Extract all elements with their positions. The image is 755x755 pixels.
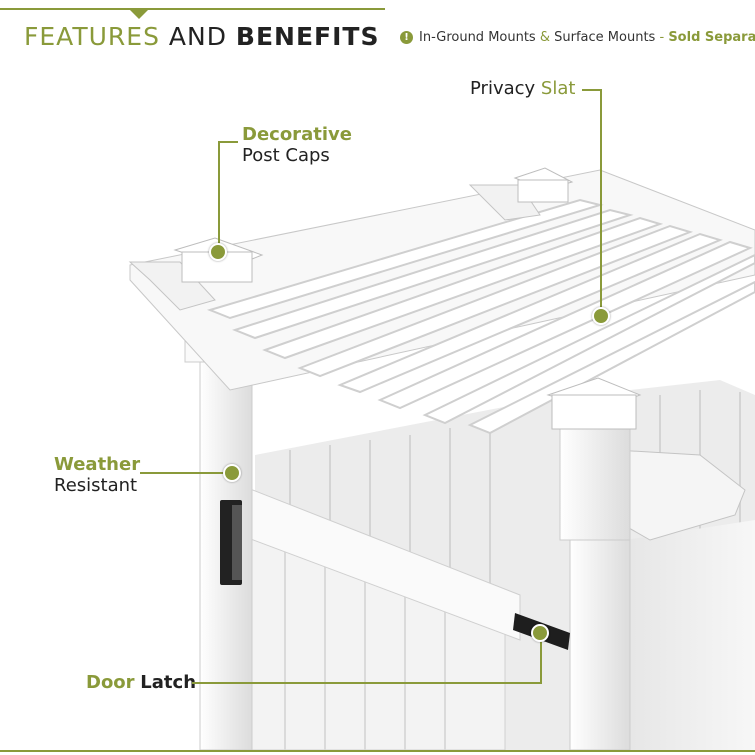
post-caps-leader-v [218,141,220,249]
privacy-slats [206,198,755,435]
door-latch-leader-h [192,682,542,684]
privacy-word: Privacy [470,78,536,99]
privacy-slat-leader-v [600,89,602,314]
note-in-ground: In-Ground Mounts [419,30,536,45]
resistant-word: Resistant [54,475,138,496]
privacy-slat-label: Privacy Slat [470,78,575,99]
note-sold-separately: Sold Separately [668,30,755,45]
door-word: Door [86,672,135,693]
left-bracket [128,261,216,311]
post-caps-dot [209,243,227,261]
top-notch-marker [130,10,148,19]
title-features: FEATURES [24,22,160,51]
privacy-slat-leader-h [582,89,602,91]
post-caps-word: Post Caps [242,145,330,166]
title-and: AND [168,22,227,51]
weather-word: Weather [54,454,141,475]
right-panel [625,520,755,750]
door-latch-leader-v [540,638,542,684]
door-latch-label: Door Latch [86,672,196,693]
product-image [128,167,755,750]
title-benefits: BENEFITS [235,22,380,51]
door-latch-dot [531,624,549,642]
weather-leader [140,472,228,474]
note-dash: - [659,30,665,45]
slat-word: Slat [540,78,576,99]
post-caps-label: Decorative Post Caps [242,124,352,166]
mount-note: ! In-Ground Mounts & Surface Mounts - So… [400,30,755,45]
top-accent-bar [0,8,385,10]
decorative-word: Decorative [242,124,352,145]
weather-label: Weather Resistant [54,454,140,496]
note-surface: Surface Mounts [554,30,656,45]
exclamation-circle-icon: ! [400,31,413,44]
post-caps-leader-h [218,141,238,143]
right-post [569,529,631,750]
post-caps [173,167,642,430]
note-amp: & [539,30,550,45]
latch-word: Latch [140,672,197,693]
privacy-slat-dot [592,307,610,325]
weather-dot [223,464,241,482]
hinge-pin [232,505,242,580]
page-title: FEATURES AND BENEFITS [24,22,380,51]
bottom-accent-bar [0,750,755,752]
